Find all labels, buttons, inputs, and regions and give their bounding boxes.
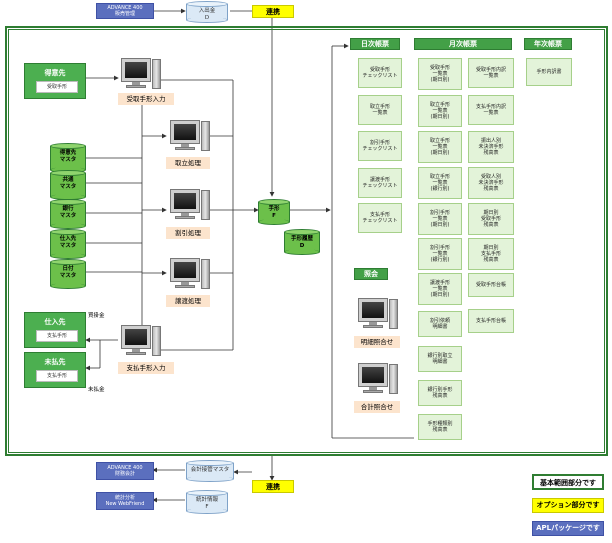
inquiry-gokei: 合計照合せ bbox=[354, 401, 400, 413]
source-title: 得意先 bbox=[44, 69, 66, 77]
monthly-doc: 受取人別 未決済手形 残高表 bbox=[468, 167, 514, 199]
nyushukkin-db: 入出金 D bbox=[186, 1, 228, 23]
monthly-doc: 支払手形台帳 bbox=[468, 309, 514, 333]
tegata-label: 手形 F bbox=[268, 206, 280, 219]
monthly-doc: 譲渡手形 一覧表 (期日別) bbox=[418, 273, 462, 305]
advance-fin-box: ADVANCE 400 財務会計 bbox=[96, 462, 154, 480]
master-db-3: 仕入先 マスタ bbox=[50, 229, 86, 259]
monthly-doc: 手形種類別 残高表 bbox=[418, 414, 462, 440]
process-shiharai: 支払手形入力 bbox=[118, 362, 174, 374]
header-monthly: 月次帳票 bbox=[414, 38, 512, 50]
source-miharaisaki: 未払先 支払手形 bbox=[24, 352, 86, 388]
monthly-doc: 期日別 受取手形 残高表 bbox=[468, 203, 514, 235]
monthly-doc: 受取手形内訳 一覧表 bbox=[468, 58, 514, 88]
legend-apl: APLパッケージです bbox=[532, 521, 604, 536]
legend-basic: 基本範囲部分です bbox=[532, 474, 604, 490]
master-label: 仕入先 マスタ bbox=[59, 236, 77, 249]
kaikei-master-db: 会計接管マスタ bbox=[186, 460, 234, 482]
advance-sales-box: ADVANCE 400 販売管理 bbox=[96, 3, 154, 19]
yearly-doc: 手形内訳書 bbox=[526, 58, 572, 86]
source-tokuisaki: 得意先 受取手形 bbox=[24, 63, 86, 99]
pc-shiharai-icon bbox=[121, 325, 161, 359]
tokei-joho-label: 統計情報 F bbox=[195, 497, 218, 510]
monthly-doc: 支払手形内訳 一覧表 bbox=[468, 95, 514, 125]
label-miharaikin: 未払金 bbox=[88, 387, 105, 393]
monthly-doc: 割引依頼 明細書 bbox=[418, 311, 462, 337]
daily-doc: 割引手形 チェックリスト bbox=[358, 131, 402, 161]
renkei-top: 連携 bbox=[252, 5, 294, 18]
monthly-doc: 取立手形 一覧表 (銀行別) bbox=[418, 167, 462, 199]
source-doc: 受取手形 bbox=[36, 81, 78, 93]
header-daily: 日次帳票 bbox=[350, 38, 400, 50]
main-frame-inner bbox=[8, 29, 605, 453]
daily-doc: 譲渡手形 チェックリスト bbox=[358, 168, 402, 198]
pc-joto-icon bbox=[170, 258, 210, 292]
monthly-doc: 取立手形 一覧表 (期日別) bbox=[418, 95, 462, 127]
monthly-doc: 受取手形 一覧表 (期日別) bbox=[418, 58, 462, 90]
process-uketori: 受取手形入力 bbox=[118, 93, 174, 105]
renkei-bottom: 連携 bbox=[252, 480, 294, 493]
daily-doc: 受取手形 チェックリスト bbox=[358, 58, 402, 88]
monthly-doc: 銀行別取立 明細書 bbox=[418, 346, 462, 372]
master-db-0: 得意先 マスタ bbox=[50, 143, 86, 173]
nyushukkin-label: 入出金 D bbox=[198, 8, 216, 21]
pc-toritate-icon bbox=[170, 120, 210, 154]
source-title: 未払先 bbox=[44, 358, 66, 366]
source-doc: 支払手形 bbox=[36, 370, 78, 382]
header-yearly: 年次帳票 bbox=[524, 38, 572, 50]
monthly-doc: 銀行別手形 残高表 bbox=[418, 380, 462, 406]
pc-gokei-icon bbox=[358, 363, 398, 397]
master-label: 日付 マスタ bbox=[59, 266, 77, 279]
monthly-doc: 割引手形 一覧表 (期日別) bbox=[418, 203, 462, 235]
rireki-db: 手形履歴 D bbox=[284, 229, 320, 255]
pc-waribiki-icon bbox=[170, 189, 210, 223]
master-label: 銀行 マスタ bbox=[59, 206, 77, 219]
source-doc: 支払手形 bbox=[36, 330, 78, 342]
daily-doc: 支払手形 チェックリスト bbox=[358, 203, 402, 233]
tegata-db: 手形 F bbox=[258, 199, 290, 225]
monthly-doc: 受取手形台帳 bbox=[468, 273, 514, 297]
monthly-doc: 取立手形 一覧表 (期日別) bbox=[418, 131, 462, 163]
legend-option: オプション部分です bbox=[532, 498, 604, 513]
label-kaikakekin: 買掛金 bbox=[88, 313, 105, 319]
pc-uketori-icon bbox=[121, 58, 161, 92]
header-inquiry: 照会 bbox=[354, 268, 388, 280]
process-joto: 譲渡処理 bbox=[166, 295, 210, 307]
source-title: 仕入先 bbox=[44, 318, 66, 326]
tokei-bunseki-box: 統計分析 New WebFriend bbox=[96, 492, 154, 510]
kaikei-master-label: 会計接管マスタ bbox=[190, 467, 230, 473]
daily-doc: 取立手形 一覧表 bbox=[358, 95, 402, 125]
master-db-4: 日付 マスタ bbox=[50, 259, 86, 289]
monthly-doc: 割引手形 一覧表 (銀行別) bbox=[418, 238, 462, 270]
rireki-label: 手形履歴 D bbox=[290, 236, 313, 249]
monthly-doc: 振出人別 未決済手形 残高表 bbox=[468, 131, 514, 163]
source-shiiresaki: 仕入先 支払手形 bbox=[24, 312, 86, 348]
monthly-doc: 期日別 支払手形 残高表 bbox=[468, 238, 514, 270]
master-label: 共通 マスタ bbox=[59, 177, 77, 190]
process-waribiki: 割引処理 bbox=[166, 227, 210, 239]
main-frame bbox=[5, 26, 608, 456]
inquiry-meisai: 明細照合せ bbox=[354, 336, 400, 348]
process-toritate: 取立処理 bbox=[166, 157, 210, 169]
master-label: 得意先 マスタ bbox=[59, 150, 77, 163]
master-db-2: 銀行 マスタ bbox=[50, 199, 86, 229]
tokei-joho-db: 統計情報 F bbox=[186, 490, 228, 514]
pc-meisai-icon bbox=[358, 298, 398, 332]
master-db-1: 共通 マスタ bbox=[50, 170, 86, 200]
